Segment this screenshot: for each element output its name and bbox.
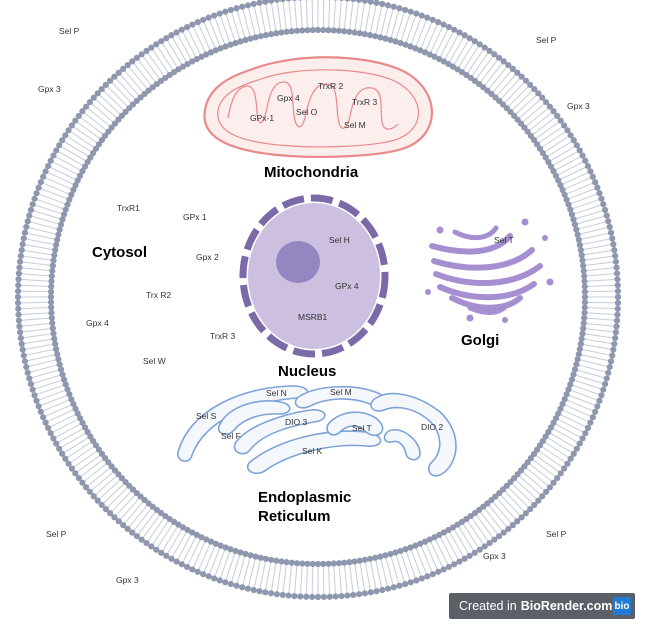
protein-label: GPx 1 bbox=[183, 212, 207, 222]
golgi-apparatus bbox=[425, 219, 554, 324]
protein-label: Sel M bbox=[344, 120, 366, 130]
protein-label: Gpx 2 bbox=[196, 252, 219, 262]
cytosol-labels: TrxR1 GPx 1 Gpx 2 Trx R2 Gpx 4 TrxR 3 Se… bbox=[86, 203, 235, 366]
badge-brand: BioRender.com bbox=[521, 599, 613, 613]
protein-label: Sel P bbox=[546, 529, 567, 539]
endoplasmic-reticulum bbox=[178, 386, 456, 476]
protein-label: Trx R2 bbox=[146, 290, 171, 300]
protein-label: Sel P bbox=[59, 26, 80, 36]
protein-label: MSRB1 bbox=[298, 312, 328, 322]
protein-label: Sel O bbox=[296, 107, 318, 117]
badge-created-in: Created in bbox=[449, 599, 517, 613]
protein-label: Gpx 3 bbox=[567, 101, 590, 111]
protein-label: Sel P bbox=[46, 529, 67, 539]
biorender-badge[interactable]: Created in BioRender.com bio bbox=[449, 593, 635, 619]
mitochondria bbox=[204, 57, 431, 157]
protein-label: Gpx 3 bbox=[116, 575, 139, 585]
protein-label: DIO 2 bbox=[421, 422, 443, 432]
nucleus-title: Nucleus bbox=[278, 363, 336, 380]
nucleus bbox=[243, 198, 385, 354]
golgi-title: Golgi bbox=[461, 332, 499, 349]
protein-label: TrxR 3 bbox=[352, 97, 377, 107]
protein-label: Sel S bbox=[196, 411, 217, 421]
protein-label: Sel N bbox=[266, 388, 287, 398]
protein-label: Sel P bbox=[536, 35, 557, 45]
mitochondria-title: Mitochondria bbox=[264, 164, 359, 181]
protein-label: Gpx 3 bbox=[38, 84, 61, 94]
er-title-line2: Reticulum bbox=[258, 508, 331, 525]
protein-label: Gpx 4 bbox=[277, 93, 300, 103]
protein-label: Sel M bbox=[330, 387, 352, 397]
cytosol-title: Cytosol bbox=[92, 244, 147, 261]
protein-label: GPx 4 bbox=[335, 281, 359, 291]
protein-label: Sel F bbox=[221, 431, 241, 441]
protein-label: Sel T bbox=[352, 423, 372, 433]
golgi-labels: Sel T bbox=[494, 235, 514, 245]
protein-label: Sel W bbox=[143, 356, 166, 366]
protein-label: TrxR1 bbox=[117, 203, 140, 213]
protein-label: TrxR 3 bbox=[210, 331, 235, 341]
protein-label: Sel T bbox=[494, 235, 514, 245]
protein-label: Gpx 3 bbox=[483, 551, 506, 561]
er-title-line1: Endoplasmic bbox=[258, 489, 351, 506]
protein-label: Sel K bbox=[302, 446, 323, 456]
protein-label: GPx-1 bbox=[250, 113, 274, 123]
protein-label: Gpx 4 bbox=[86, 318, 109, 328]
protein-label: Sel H bbox=[329, 235, 350, 245]
protein-label: TrxR 2 bbox=[318, 81, 343, 91]
protein-label: DIO 3 bbox=[285, 417, 307, 427]
biorender-logo-icon: bio bbox=[613, 597, 631, 615]
